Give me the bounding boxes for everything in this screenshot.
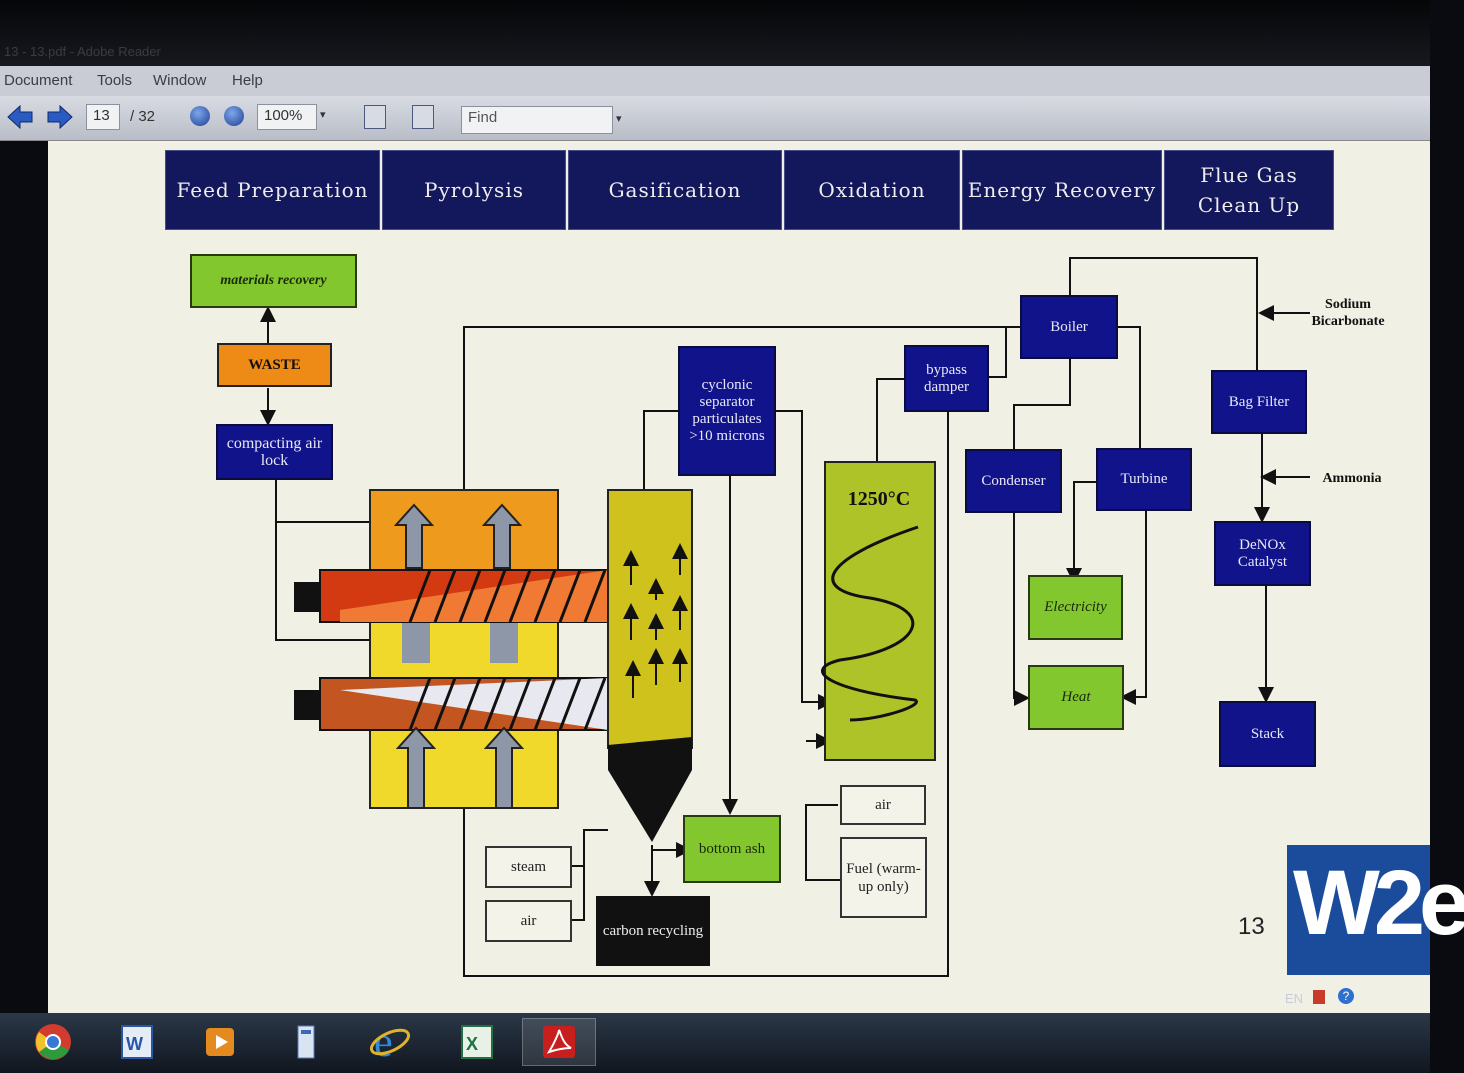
menu-document[interactable]: Document — [4, 72, 73, 89]
media-player-icon[interactable] — [192, 1018, 248, 1066]
turbine-box: Turbine — [1096, 448, 1192, 511]
header-gasification: Gasification — [568, 150, 782, 230]
denox-catalyst-box: DeNOx Catalyst — [1214, 521, 1311, 586]
file-explorer-icon[interactable] — [278, 1018, 334, 1066]
w2e-logo: W2e — [1287, 845, 1464, 975]
bypass-damper-box: bypass damper — [904, 345, 989, 412]
window-title: 13 - 13.pdf - Adobe Reader — [4, 44, 161, 59]
svg-text:W: W — [126, 1034, 143, 1054]
window-title-bar: 13 - 13.pdf - Adobe Reader — [0, 0, 1430, 66]
tray-help-icon[interactable]: ? — [1338, 988, 1354, 1004]
stack-box: Stack — [1219, 701, 1316, 767]
header-flue-gas-clean-up: Flue Gas Clean Up — [1164, 150, 1334, 230]
sodium-bicarbonate-label: Sodium Bicarbonate — [1311, 297, 1385, 329]
excel-icon[interactable]: X — [448, 1018, 504, 1066]
bag-filter-box: Bag Filter — [1211, 370, 1307, 434]
tray-language[interactable]: EN — [1285, 991, 1304, 1006]
toolbar: 13 / 32 100% ▾ Find ▾ — [0, 96, 1430, 141]
ammonia-label: Ammonia — [1322, 471, 1382, 486]
adobe-reader-icon[interactable] — [522, 1018, 596, 1066]
find-input[interactable]: Find — [461, 106, 613, 134]
word-icon[interactable]: W — [108, 1018, 164, 1066]
fuel-warm-up-box: Fuel (warm-up only) — [840, 837, 927, 918]
condenser-box: Condenser — [965, 449, 1062, 513]
logo-text: W2e — [1293, 852, 1464, 954]
zoom-out-icon[interactable] — [190, 106, 210, 126]
electricity-box: Electricity — [1028, 575, 1123, 640]
find-dropdown-icon[interactable]: ▾ — [616, 113, 622, 125]
tray-flag-icon[interactable] — [1313, 990, 1325, 1004]
cyclonic-separator-box: cyclonic separator particulates >10 micr… — [678, 346, 776, 476]
menu-bar: Document Tools Window Help — [0, 66, 1430, 97]
zoom-in-icon[interactable] — [224, 106, 244, 126]
zoom-level-input[interactable]: 100% — [257, 104, 317, 130]
menu-tools[interactable]: Tools — [97, 72, 133, 89]
header-oxidation: Oxidation — [784, 150, 960, 230]
boiler-box: Boiler — [1020, 295, 1118, 359]
air-input-oxidizer-box: air — [840, 785, 926, 825]
materials-recovery-box: materials recovery — [190, 254, 357, 308]
air-input-gasifier-box: air — [485, 900, 572, 942]
process-diagram — [260, 257, 1310, 977]
steam-box: steam — [485, 846, 572, 888]
temperature-label: 1250°C — [847, 488, 911, 510]
taskbar — [0, 1013, 1430, 1073]
zoom-dropdown-icon[interactable]: ▾ — [320, 109, 326, 121]
page-total: / 32 — [130, 108, 156, 125]
header-energy-recovery: Energy Recovery — [962, 150, 1162, 230]
waste-box: WASTE — [217, 343, 332, 387]
fit-page-icon[interactable] — [364, 105, 386, 129]
chrome-icon[interactable] — [25, 1018, 81, 1066]
bottom-ash-box: bottom ash — [683, 815, 781, 883]
header-pyrolysis: Pyrolysis — [382, 150, 566, 230]
page-number-label: 13 — [1238, 913, 1265, 940]
menu-help[interactable]: Help — [232, 72, 263, 89]
carbon-recycling-box: carbon recycling — [596, 896, 710, 966]
compacting-air-lock-box: compacting air lock — [216, 424, 333, 480]
fit-width-icon[interactable] — [412, 105, 434, 129]
header-feed-preparation: Feed Preparation — [165, 150, 380, 230]
internet-explorer-icon[interactable]: e — [362, 1018, 418, 1066]
svg-text:X: X — [466, 1034, 478, 1054]
svg-text:e: e — [374, 1020, 393, 1066]
heat-box: Heat — [1028, 665, 1124, 730]
previous-page-icon[interactable] — [6, 104, 34, 130]
page-number-input[interactable]: 13 — [86, 104, 120, 130]
menu-window[interactable]: Window — [153, 72, 207, 89]
next-page-icon[interactable] — [46, 104, 74, 130]
